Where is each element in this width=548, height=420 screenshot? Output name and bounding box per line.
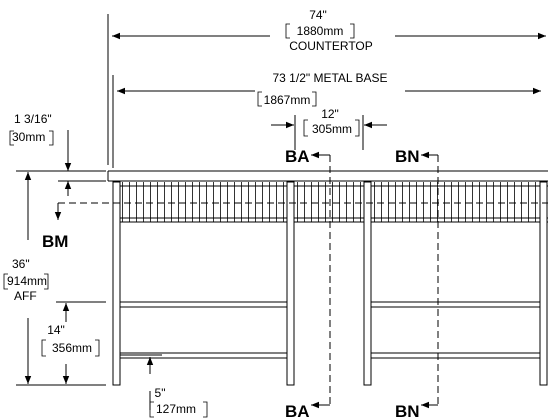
foot-dimension: 5" 127mm — [118, 354, 208, 418]
countertop-label: COUNTERTOP — [289, 39, 373, 53]
section-inches: 12" — [321, 107, 339, 121]
shelf-mm-bracket-left — [41, 339, 46, 357]
countertop-mm: 1880mm — [297, 24, 344, 38]
section-mm-bracket-left — [303, 119, 308, 137]
foot-inches: 5" — [155, 386, 166, 400]
section-dimension: 12" 305mm — [271, 107, 387, 150]
overhang-mm: 30mm — [12, 130, 45, 144]
shelf-mm-bracket-right — [95, 339, 100, 357]
countertop-inches: 74" — [309, 8, 327, 22]
leg-right — [539, 181, 548, 386]
base-mm: 1867mm — [264, 93, 311, 107]
height-mm-bracket-left — [3, 273, 8, 290]
overhang-dimension: 1 3/16" 30mm — [9, 112, 106, 196]
shelf-dimension: 14" 356mm — [41, 301, 106, 384]
base-mm-bracket-left — [257, 91, 262, 107]
foot-mm-bracket-right — [203, 401, 208, 418]
shelf-mm: 356mm — [52, 341, 92, 355]
shelf-inches: 14" — [47, 323, 65, 337]
section-mm: 305mm — [312, 122, 352, 136]
base-mm-bracket-right — [312, 91, 317, 107]
height-dimension: 36" 914mm AFF — [3, 172, 49, 384]
section-label-bn-bottom: BN — [395, 402, 420, 420]
section-label-ba-bottom: BA — [285, 402, 310, 420]
section-label-ba-top: BA — [285, 147, 310, 166]
foot-mm: 127mm — [156, 402, 196, 416]
height-mm: 914mm — [7, 274, 47, 288]
leg-left — [112, 181, 121, 386]
countertop-dimension: 74" 1880mm COUNTERTOP — [107, 8, 546, 165]
countertop-mm-bracket-left — [285, 23, 290, 39]
overhang-mm-bracket-left — [9, 130, 14, 146]
foot-mm-bracket-left — [149, 401, 154, 418]
leg-center-right — [363, 181, 372, 386]
section-mm-bracket-right — [355, 119, 360, 137]
section-marker-bm: BM — [42, 202, 548, 251]
metal-base-dimension: 73 1/2" METAL BASE 1867mm — [112, 71, 541, 168]
base-inches-label: 73 1/2" METAL BASE — [273, 71, 388, 85]
counter-body — [107, 170, 548, 386]
section-marker-bn: BN BN — [395, 147, 439, 420]
overhang-inches: 1 3/16" — [14, 112, 52, 126]
section-label-bn-top: BN — [395, 147, 420, 166]
section-label-bm: BM — [42, 232, 68, 251]
countertop-mm-bracket-right — [350, 23, 355, 39]
height-reference: AFF — [14, 289, 37, 303]
section-marker-ba: BA BA — [285, 147, 331, 420]
leg-center-left — [286, 181, 295, 386]
overhang-mm-bracket-right — [49, 130, 54, 146]
height-mm-bracket-right — [44, 273, 49, 290]
height-inches: 36" — [12, 257, 30, 271]
